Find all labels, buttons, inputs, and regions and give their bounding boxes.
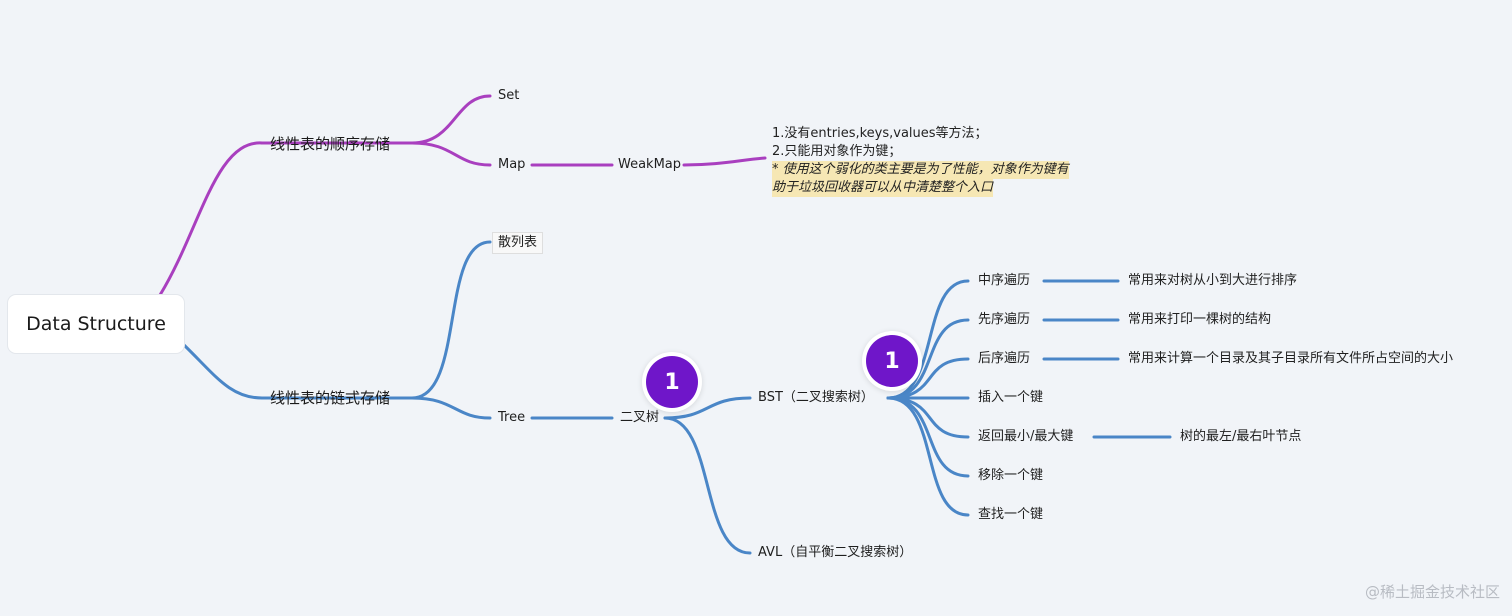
count-badge-bst[interactable]: 1 — [862, 331, 922, 391]
node-sequential-storage[interactable]: 线性表的顺序存储 — [270, 135, 391, 153]
connector-binary-avl — [663, 416, 752, 555]
node-set[interactable]: Set — [498, 88, 520, 103]
note-line-4: 助于垃圾回收器可以从中清楚整个入口 — [772, 179, 994, 197]
node-insert-key[interactable]: 插入一个键 — [978, 390, 1044, 405]
node-postorder-note[interactable]: 常用来计算一个目录及其子目录所有文件所占空间的大小 — [1128, 351, 1454, 366]
root-label: Data Structure — [26, 313, 166, 335]
node-hash-table[interactable]: 散列表 — [492, 232, 544, 254]
node-map[interactable]: Map — [498, 157, 526, 172]
connector-root-linked — [182, 343, 264, 400]
root-node[interactable]: Data Structure — [8, 295, 184, 353]
node-remove-key[interactable]: 移除一个键 — [978, 468, 1044, 483]
node-weakmap[interactable]: WeakMap — [618, 157, 682, 172]
connector-binary-bst — [663, 396, 752, 420]
node-min-max-key[interactable]: 返回最小/最大键 — [978, 429, 1074, 444]
badge-number: 1 — [866, 335, 918, 387]
connector-linked-hash — [410, 240, 492, 400]
connector-sequential-set — [410, 94, 492, 145]
node-tree[interactable]: Tree — [498, 410, 526, 425]
badge-number: 1 — [646, 356, 698, 408]
weakmap-note[interactable]: 1.没有entries,keys,values等方法； 2.只能用对象作为键； … — [772, 125, 1069, 197]
connector-sequential-map — [410, 141, 492, 167]
node-binary-tree[interactable]: 二叉树 — [620, 410, 660, 425]
node-min-max-note[interactable]: 树的最左/最右叶节点 — [1180, 429, 1302, 444]
connector-linked-tree — [410, 396, 492, 420]
connector-bst-preorder — [886, 318, 970, 400]
connector-weakmap-note — [682, 156, 767, 167]
node-inorder-note[interactable]: 常用来对树从小到大进行排序 — [1128, 273, 1298, 288]
node-inorder[interactable]: 中序遍历 — [978, 273, 1031, 288]
node-preorder-note[interactable]: 常用来打印一棵树的结构 — [1128, 312, 1272, 327]
watermark: @稀土掘金技术社区 — [1364, 583, 1500, 601]
node-bst[interactable]: BST（二叉搜索树） — [758, 390, 874, 405]
connector-bst-inorder — [886, 279, 970, 400]
note-line-1: 1.没有entries,keys,values等方法； — [772, 126, 988, 141]
node-linked-storage[interactable]: 线性表的链式存储 — [270, 389, 391, 407]
connector-bst-search — [886, 396, 970, 517]
count-badge-binary-tree[interactable]: 1 — [642, 352, 702, 412]
node-preorder[interactable]: 先序遍历 — [978, 312, 1031, 327]
note-line-2: 2.只能用对象作为键； — [772, 144, 902, 159]
node-postorder[interactable]: 后序遍历 — [978, 351, 1031, 366]
node-avl[interactable]: AVL（自平衡二叉搜索树） — [758, 545, 913, 560]
connector-root-sequential — [158, 141, 264, 297]
note-line-3: * 使用这个弱化的类主要是为了性能，对象作为键有 — [772, 161, 1069, 179]
node-search-key[interactable]: 查找一个键 — [978, 507, 1044, 522]
